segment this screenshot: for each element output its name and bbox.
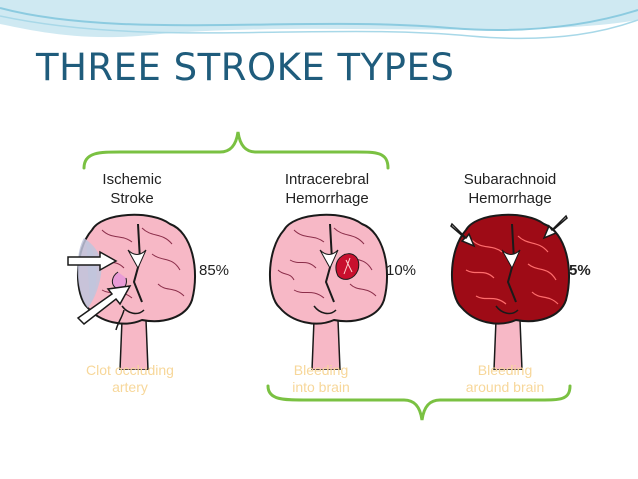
arrow-icon [67, 250, 118, 272]
stroke-label-subarachnoid: Subarachnoid Hemorrhage [463, 171, 557, 207]
brain-illustration-subarachnoid [451, 213, 570, 370]
stroke-label-ischemic: Ischemic Stroke [102, 171, 162, 207]
slide-title: THREE STROKE TYPES [36, 46, 455, 89]
percent-intracerebral: 10% [386, 262, 417, 279]
arrow-icon [450, 222, 476, 248]
header-swoosh [0, 0, 638, 40]
bottom-curly-brace [266, 384, 572, 421]
caption-subarachnoid: Bleeding around brain [465, 362, 545, 395]
percent-subarachnoid: 5% [569, 262, 591, 279]
percent-ischemic: 85% [199, 262, 230, 279]
stroke-label-intracerebral: Intracerebral Hemorrhage [284, 171, 370, 207]
brain-illustration-intracerebral [269, 213, 388, 370]
top-curly-brace [82, 131, 390, 170]
caption-ischemic: Clot occluding artery [86, 362, 174, 395]
caption-intracerebral: Bleeding into brain [292, 362, 350, 395]
arrow-icon [76, 285, 132, 325]
arrow-icon [542, 214, 568, 240]
